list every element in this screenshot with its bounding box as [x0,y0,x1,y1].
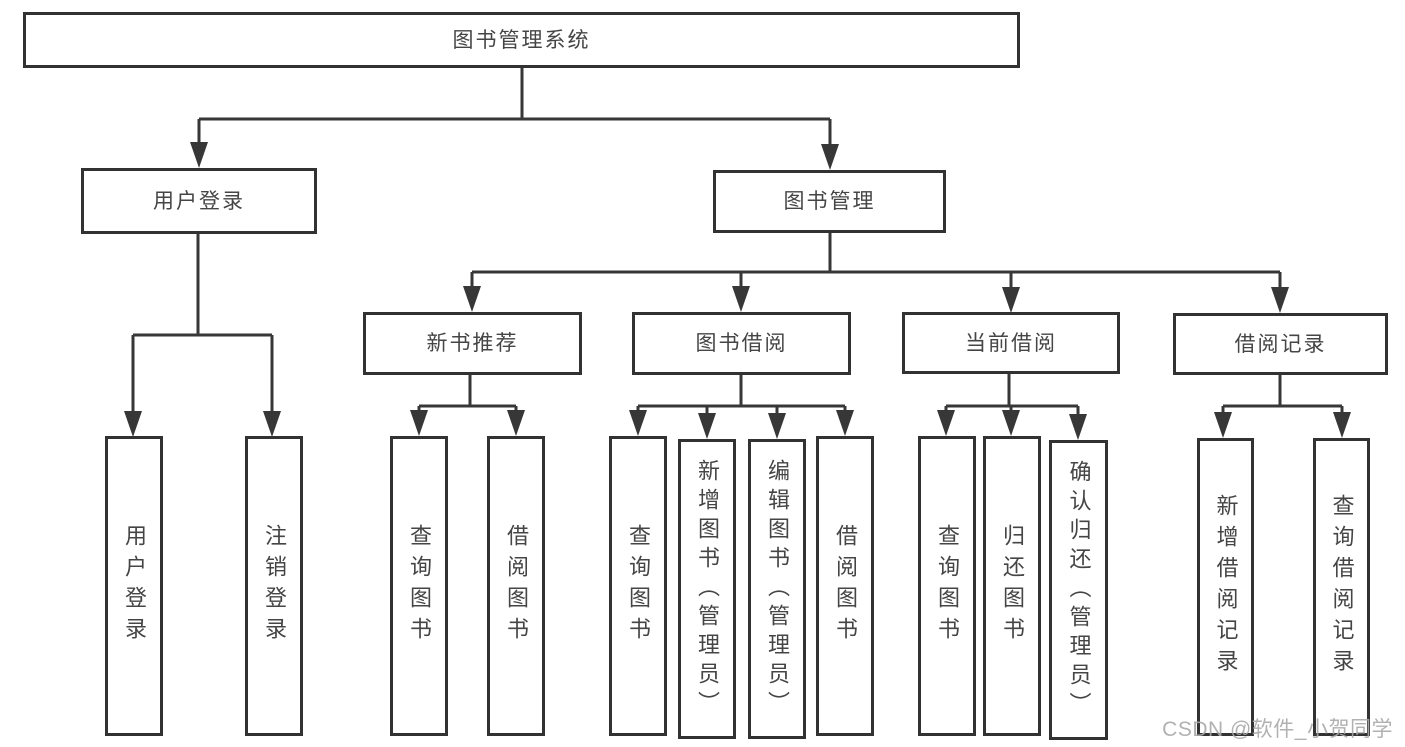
node-leaf-edit-books-admin: 编辑图书（管理员） [748,439,806,739]
connector-book-borrow-split [636,375,847,427]
csdn-watermark: CSDN @软件_小贺同学 [1162,718,1393,741]
node-root-label: 图书管理系统 [452,28,591,52]
node-user-login: 用户登录 [81,168,317,234]
node-current-borrow: 当前借阅 [902,312,1120,374]
node-leaf-user-login-label: 用户登录 [122,524,147,648]
node-leaf-query-books-recommend-label: 查询图书 [407,524,432,648]
node-leaf-add-borrow-record: 新增借阅记录 [1197,438,1254,736]
node-leaf-confirm-return-admin: 确认归还（管理员） [1049,440,1108,740]
node-leaf-add-books-admin-label: 新增图书（管理员） [695,458,720,720]
connector-book-mgmt-split [470,233,1282,301]
node-new-book-recommend: 新书推荐 [363,312,582,375]
node-current-borrow-label: 当前借阅 [965,331,1057,355]
node-leaf-query-borrow-record: 查询借阅记录 [1313,438,1370,736]
node-leaf-query-books-borrow-label: 查询图书 [626,524,651,648]
node-book-borrow: 图书借阅 [632,312,851,375]
node-leaf-query-books-current: 查询图书 [918,436,976,736]
node-leaf-confirm-return-admin-label: 确认归还（管理员） [1066,459,1092,721]
node-new-book-recommend-label: 新书推荐 [426,332,519,355]
node-leaf-add-borrow-record-label: 新增借阅记录 [1213,494,1239,680]
connector-borrow-record-split [1221,375,1344,426]
node-leaf-add-books-admin: 新增图书（管理员） [678,439,736,739]
node-borrow-records: 借阅记录 [1173,313,1388,375]
connector-root-to-level2 [197,67,832,158]
node-user-login-label: 用户登录 [153,189,245,213]
node-leaf-user-login: 用户登录 [105,436,163,736]
node-borrow-records-label: 借阅记录 [1234,332,1327,356]
node-leaf-logout-label: 注销登录 [262,524,287,648]
node-leaf-borrow-books-borrow: 借阅图书 [816,436,874,736]
node-leaf-query-borrow-record-label: 查询借阅记录 [1329,494,1355,680]
node-leaf-query-books-current-label: 查询图书 [935,524,960,648]
node-leaf-return-books-label: 归还图书 [1000,524,1025,648]
node-leaf-edit-books-admin-label: 编辑图书（管理员） [765,458,790,720]
arrow-heads [124,142,1351,440]
node-leaf-borrow-books-recommend-label: 借阅图书 [504,524,529,648]
node-leaf-borrow-books-borrow-label: 借阅图书 [833,524,858,648]
node-leaf-return-books: 归还图书 [983,436,1041,736]
node-leaf-borrow-books-recommend: 借阅图书 [487,436,545,736]
node-book-mgmt: 图书管理 [713,170,946,233]
connector-user-login-split [131,233,274,425]
node-leaf-query-books-borrow: 查询图书 [609,436,667,736]
node-root: 图书管理系统 [23,12,1020,68]
node-book-mgmt-label: 图书管理 [783,190,876,213]
node-leaf-logout: 注销登录 [245,436,303,736]
node-book-borrow-label: 图书借阅 [695,332,788,355]
node-leaf-query-books-recommend: 查询图书 [390,436,448,736]
connector-new-book-split [417,375,518,424]
